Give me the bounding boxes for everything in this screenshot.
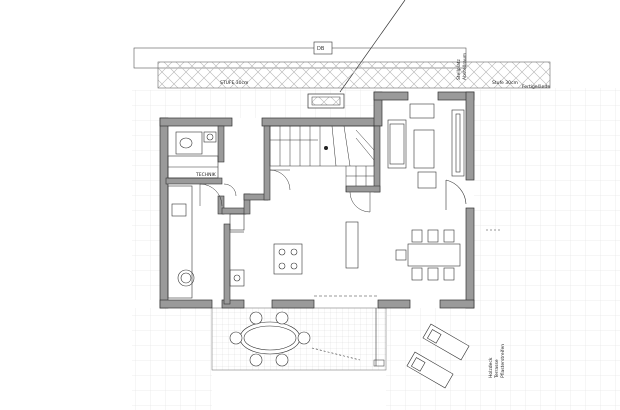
door-swings — [199, 169, 371, 213]
west-garden-grid — [132, 90, 160, 300]
north-east-note-2: Abstellraum — [462, 53, 468, 80]
east-garden-grid — [474, 88, 620, 410]
sun-loungers — [406, 323, 470, 389]
staircase — [269, 125, 375, 192]
kitchen-island — [273, 221, 359, 275]
south-east-note-2: Terrasse — [494, 359, 500, 379]
dining-table — [395, 229, 461, 281]
terrace-step-line — [311, 347, 361, 361]
bathroom-fixtures — [167, 131, 219, 179]
paving-note-left: STUFE 30cm — [220, 80, 248, 86]
exterior-walls — [159, 91, 475, 309]
technik-label: TECHNIK — [195, 172, 217, 178]
light-well-hatch — [311, 96, 341, 106]
paving-strip — [157, 61, 551, 89]
north-east-note: Stellplatz — [456, 58, 462, 80]
patio-table-set — [229, 311, 311, 367]
south-east-note-3: Pflasterstreifen — [500, 344, 506, 378]
db-box — [313, 41, 333, 55]
kitchen-counter — [167, 185, 245, 299]
paving-note-right-2: Fertigelände — [522, 84, 550, 90]
paving-note-right: Stufe 30cm — [492, 80, 518, 86]
living-room-furniture — [387, 103, 467, 210]
db-box-label: DB — [317, 46, 325, 52]
south-east-note: Holzdeck — [488, 357, 494, 378]
south-lawn-grid — [132, 308, 212, 410]
stair-arrow-dot — [324, 146, 328, 150]
terrace-step-post — [373, 359, 385, 367]
